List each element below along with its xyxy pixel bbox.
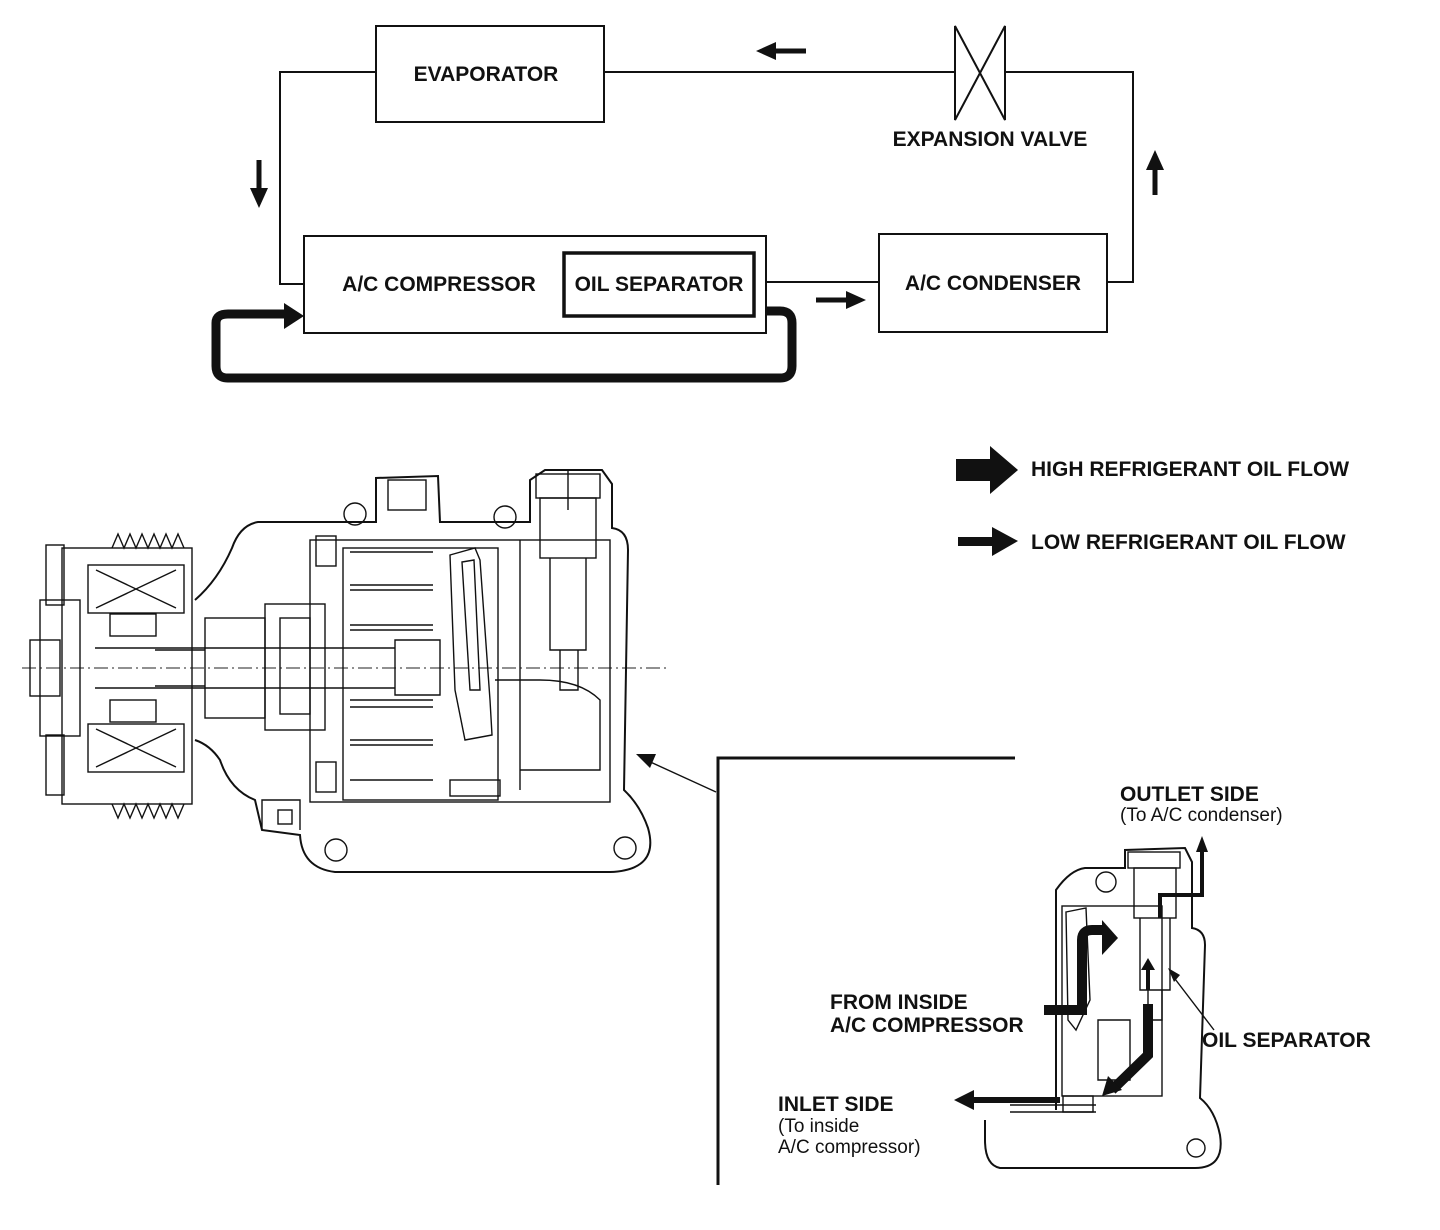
evaporator-box [375,25,605,123]
oil-separator-label: OIL SEPARATOR [575,273,744,296]
refrigerant-loop: EVAPORATOR EXPANSION VALVE A/C COMPRESSO… [211,25,1164,383]
inlet-arrowhead [954,1090,974,1110]
inlet-side-sublabel-1: (To inside [778,1116,859,1137]
expansion-valve-icon [954,25,1006,121]
high-flow-arrowhead [1102,920,1118,955]
high-flow-path-in [1044,925,1106,1015]
legend-low-flow-label: LOW REFRIGERANT OIL FLOW [1031,531,1346,554]
expansion-valve-label: EXPANSION VALVE [893,128,1088,151]
oil-return-loop [211,306,797,383]
oil-separator-detail: OUTLET SIDE (To A/C condenser) FROM INSI… [778,783,1371,1169]
compressor-cross-section [22,469,670,873]
from-inside-label: FROM INSIDE [830,991,968,1014]
detail-pointer [636,754,717,793]
high-flow-path-out [1108,1004,1153,1094]
low-flow-arrow-icon [958,527,1018,556]
compressor-label: A/C COMPRESSOR [342,273,536,296]
condenser-label: A/C CONDENSER [905,272,1081,295]
outlet-side-label: OUTLET SIDE [1120,783,1259,806]
legend: HIGH REFRIGERANT OIL FLOW LOW REFRIGERAN… [956,446,1349,556]
pipe-condenser-to-valve [1005,71,1134,283]
high-flow-arrow-icon [956,446,1018,494]
evaporator-label: EVAPORATOR [414,63,559,86]
flow-arrow-left [756,42,806,60]
inlet-side-label: INLET SIDE [778,1093,894,1116]
from-inside-compressor-label: A/C COMPRESSOR [830,1014,1024,1037]
low-flow-path-out [1158,850,1204,918]
flow-arrow-up [1146,150,1164,195]
oil-return-arrowhead [284,303,304,329]
flow-arrow-right [816,291,866,309]
detail-frame [716,756,1015,1185]
flow-arrow-down [250,160,268,208]
oil-separator-box [562,251,756,318]
condenser-box [878,233,1108,333]
inlet-side-sublabel-2: A/C compressor) [778,1137,921,1158]
detail-oil-separator-label: OIL SEPARATOR [1202,1029,1371,1052]
outlet-side-sublabel: (To A/C condenser) [1120,805,1283,826]
pipe-evaporator-to-compressor [279,71,376,285]
outlet-arrowhead [1196,836,1208,852]
legend-high-flow-label: HIGH REFRIGERANT OIL FLOW [1031,458,1349,481]
